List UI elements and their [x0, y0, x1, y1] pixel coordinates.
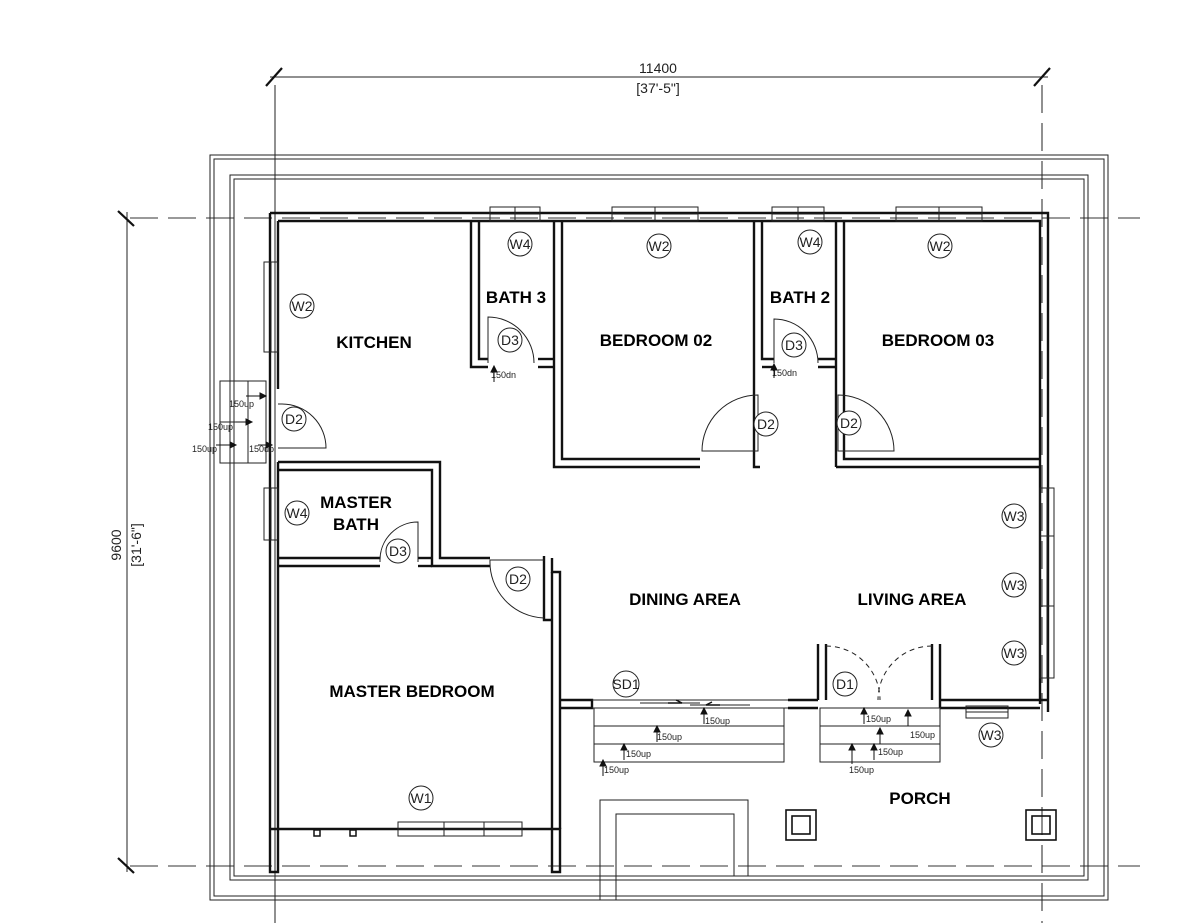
- room-label-master-bath-line1: MASTER: [320, 493, 392, 512]
- grid-lines: [130, 85, 1140, 923]
- exterior-walls: [268, 211, 1050, 874]
- step-label: 150up: [229, 399, 254, 409]
- svg-text:W3: W3: [1004, 645, 1025, 661]
- step-arrows: [216, 362, 912, 776]
- step-label: 150up: [705, 716, 730, 726]
- step-label: 150up: [849, 765, 874, 775]
- svg-text:D3: D3: [389, 543, 407, 559]
- room-labels: KITCHEN BATH 3 BEDROOM 02 BATH 2 BEDROOM…: [320, 288, 994, 808]
- tag-d2-master-bedroom: D2: [505, 566, 531, 592]
- doors: [278, 316, 933, 701]
- step-label: 150up: [192, 444, 217, 454]
- height-ft-label: [31'-6"]: [128, 523, 144, 566]
- steps: [219, 380, 941, 763]
- tag-w2-bedroom02: W2: [646, 233, 672, 259]
- step-label: 150up: [657, 732, 682, 742]
- svg-text:D2: D2: [757, 416, 775, 432]
- tag-d3-master-bath: D3: [385, 538, 411, 564]
- porch-structure: [599, 799, 1057, 901]
- step-label: 150up: [604, 765, 629, 775]
- step-label: 150up: [626, 749, 651, 759]
- tag-w4-master-bath: W4: [284, 500, 310, 526]
- tag-w1: W1: [408, 785, 434, 811]
- svg-text:W1: W1: [411, 790, 432, 806]
- room-label-dining: DINING AREA: [629, 590, 741, 609]
- windows: [263, 206, 1055, 837]
- step-label: 150dn: [772, 368, 797, 378]
- svg-text:W3: W3: [1004, 577, 1025, 593]
- height-mm-label: 9600: [108, 529, 124, 560]
- room-label-bedroom03: BEDROOM 03: [882, 331, 994, 350]
- svg-text:W2: W2: [930, 238, 951, 254]
- svg-text:W2: W2: [649, 238, 670, 254]
- step-label: 150up: [208, 422, 233, 432]
- tag-d3-bath2: D3: [781, 332, 807, 358]
- roof-outline: [209, 154, 1109, 901]
- interior-walls: [278, 221, 1040, 700]
- tag-w2-bedroom03: W2: [927, 233, 953, 259]
- step-label: 150dn: [491, 370, 516, 380]
- element-tags: W4 W2 W4 W2 W2 D3 D3 D2 D2 D2 W4 D3 D2 W…: [281, 229, 1027, 811]
- svg-text:W4: W4: [800, 234, 821, 250]
- svg-text:SD1: SD1: [612, 676, 639, 692]
- tag-w3-front: W3: [978, 722, 1004, 748]
- tag-d2-bedroom02: D2: [753, 411, 779, 437]
- dimension-height: 9600 [31'-6"]: [108, 210, 144, 874]
- dimension-width: 11400 [37'-5"]: [265, 60, 1051, 96]
- room-label-living: LIVING AREA: [858, 590, 967, 609]
- step-label: 150up: [249, 444, 274, 454]
- svg-text:W3: W3: [1004, 508, 1025, 524]
- room-label-porch: PORCH: [889, 789, 950, 808]
- svg-text:D2: D2: [509, 571, 527, 587]
- tag-w4-bath2: W4: [797, 229, 823, 255]
- svg-text:D1: D1: [836, 676, 854, 692]
- room-label-bedroom02: BEDROOM 02: [600, 331, 712, 350]
- width-mm-label: 11400: [639, 60, 677, 76]
- step-labels: 150dn 150dn 150up 150up 150up 150up 150u…: [192, 368, 935, 775]
- tag-w3-living-1: W3: [1001, 503, 1027, 529]
- sliding-door: [592, 699, 788, 709]
- tag-d2-kitchen: D2: [281, 406, 307, 432]
- step-label: 150up: [866, 714, 891, 724]
- svg-text:W4: W4: [287, 505, 308, 521]
- svg-text:W2: W2: [292, 298, 313, 314]
- tag-w4-bath3: W4: [507, 231, 533, 257]
- svg-text:D3: D3: [501, 332, 519, 348]
- width-ft-label: [37'-5"]: [636, 80, 679, 96]
- tag-d2-bedroom03: D2: [836, 410, 862, 436]
- room-label-master-bedroom: MASTER BEDROOM: [329, 682, 494, 701]
- room-label-bath2: BATH 2: [770, 288, 830, 307]
- svg-text:D2: D2: [285, 411, 303, 427]
- room-label-bath3: BATH 3: [486, 288, 546, 307]
- svg-text:W3: W3: [981, 727, 1002, 743]
- room-label-master-bath-line2: BATH: [333, 515, 379, 534]
- tag-sd1: SD1: [612, 670, 640, 698]
- svg-text:D3: D3: [785, 337, 803, 353]
- tag-w3-living-2: W3: [1001, 572, 1027, 598]
- svg-text:W4: W4: [510, 236, 531, 252]
- tag-w3-living-3: W3: [1001, 640, 1027, 666]
- tag-d3-bath3: D3: [497, 327, 523, 353]
- room-label-kitchen: KITCHEN: [336, 333, 412, 352]
- svg-text:D2: D2: [840, 415, 858, 431]
- step-label: 150up: [878, 747, 903, 757]
- tag-d1: D1: [832, 671, 858, 697]
- tag-w2-kitchen: W2: [289, 293, 315, 319]
- step-label: 150up: [910, 730, 935, 740]
